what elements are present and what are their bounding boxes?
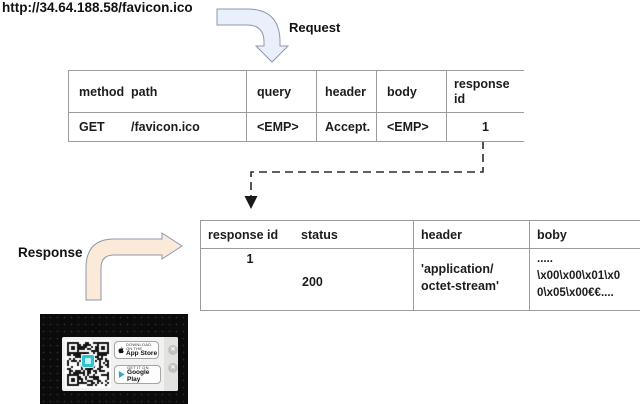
request-cell-query: <EMP>	[246, 113, 316, 141]
dashed-connector	[250, 141, 484, 197]
request-col-response-id: response id	[446, 71, 524, 113]
request-col-header: header	[316, 71, 376, 113]
response-arrow	[85, 232, 183, 301]
response-col-status: status	[299, 221, 413, 249]
request-cell-method: GET	[79, 120, 105, 134]
request-table: method path query header body response i…	[68, 70, 524, 142]
close-icon[interactable]: ✕	[168, 345, 178, 355]
request-cell-body: <EMP>	[376, 113, 446, 141]
request-col-query: query	[246, 71, 316, 113]
request-arrow	[216, 8, 290, 63]
request-cell-path: /favicon.ico	[131, 120, 200, 134]
app-install-banner: DOWNLOAD ON THE App Store GET IT ON Goog…	[62, 337, 178, 391]
response-col-header: header	[413, 221, 529, 249]
app-store-badge[interactable]: DOWNLOAD ON THE App Store	[114, 341, 159, 359]
request-col-method: method	[69, 71, 129, 113]
request-url-label: http://34.64.188.58/favicon.ico	[2, 0, 193, 15]
apple-icon	[118, 346, 124, 353]
app-screenshot: DOWNLOAD ON THE App Store GET IT ON Goog…	[40, 314, 188, 404]
response-col-boby: boby	[529, 221, 640, 249]
response-label: Response	[18, 245, 83, 260]
dashed-connector-arrowhead	[244, 196, 258, 209]
play-icon	[118, 370, 125, 379]
google-play-badge[interactable]: GET IT ON Google Play	[114, 365, 161, 384]
response-cell-status: 200	[302, 275, 323, 289]
request-col-body: body	[376, 71, 446, 113]
qr-center-icon	[81, 354, 95, 368]
response-table: response id status header boby 1 200 'ap…	[200, 220, 640, 311]
request-cell-header: Accept.	[316, 113, 376, 141]
request-col-path: path	[129, 71, 246, 113]
response-cell-header: 'application/octet-stream'	[413, 249, 529, 310]
close-icon-secondary[interactable]: ✕	[168, 363, 178, 373]
response-col-response-id: response id	[201, 221, 299, 249]
request-cell-response-id: 1	[446, 113, 524, 141]
response-cell-response-id: 1	[246, 252, 254, 266]
request-label: Request	[289, 20, 341, 35]
